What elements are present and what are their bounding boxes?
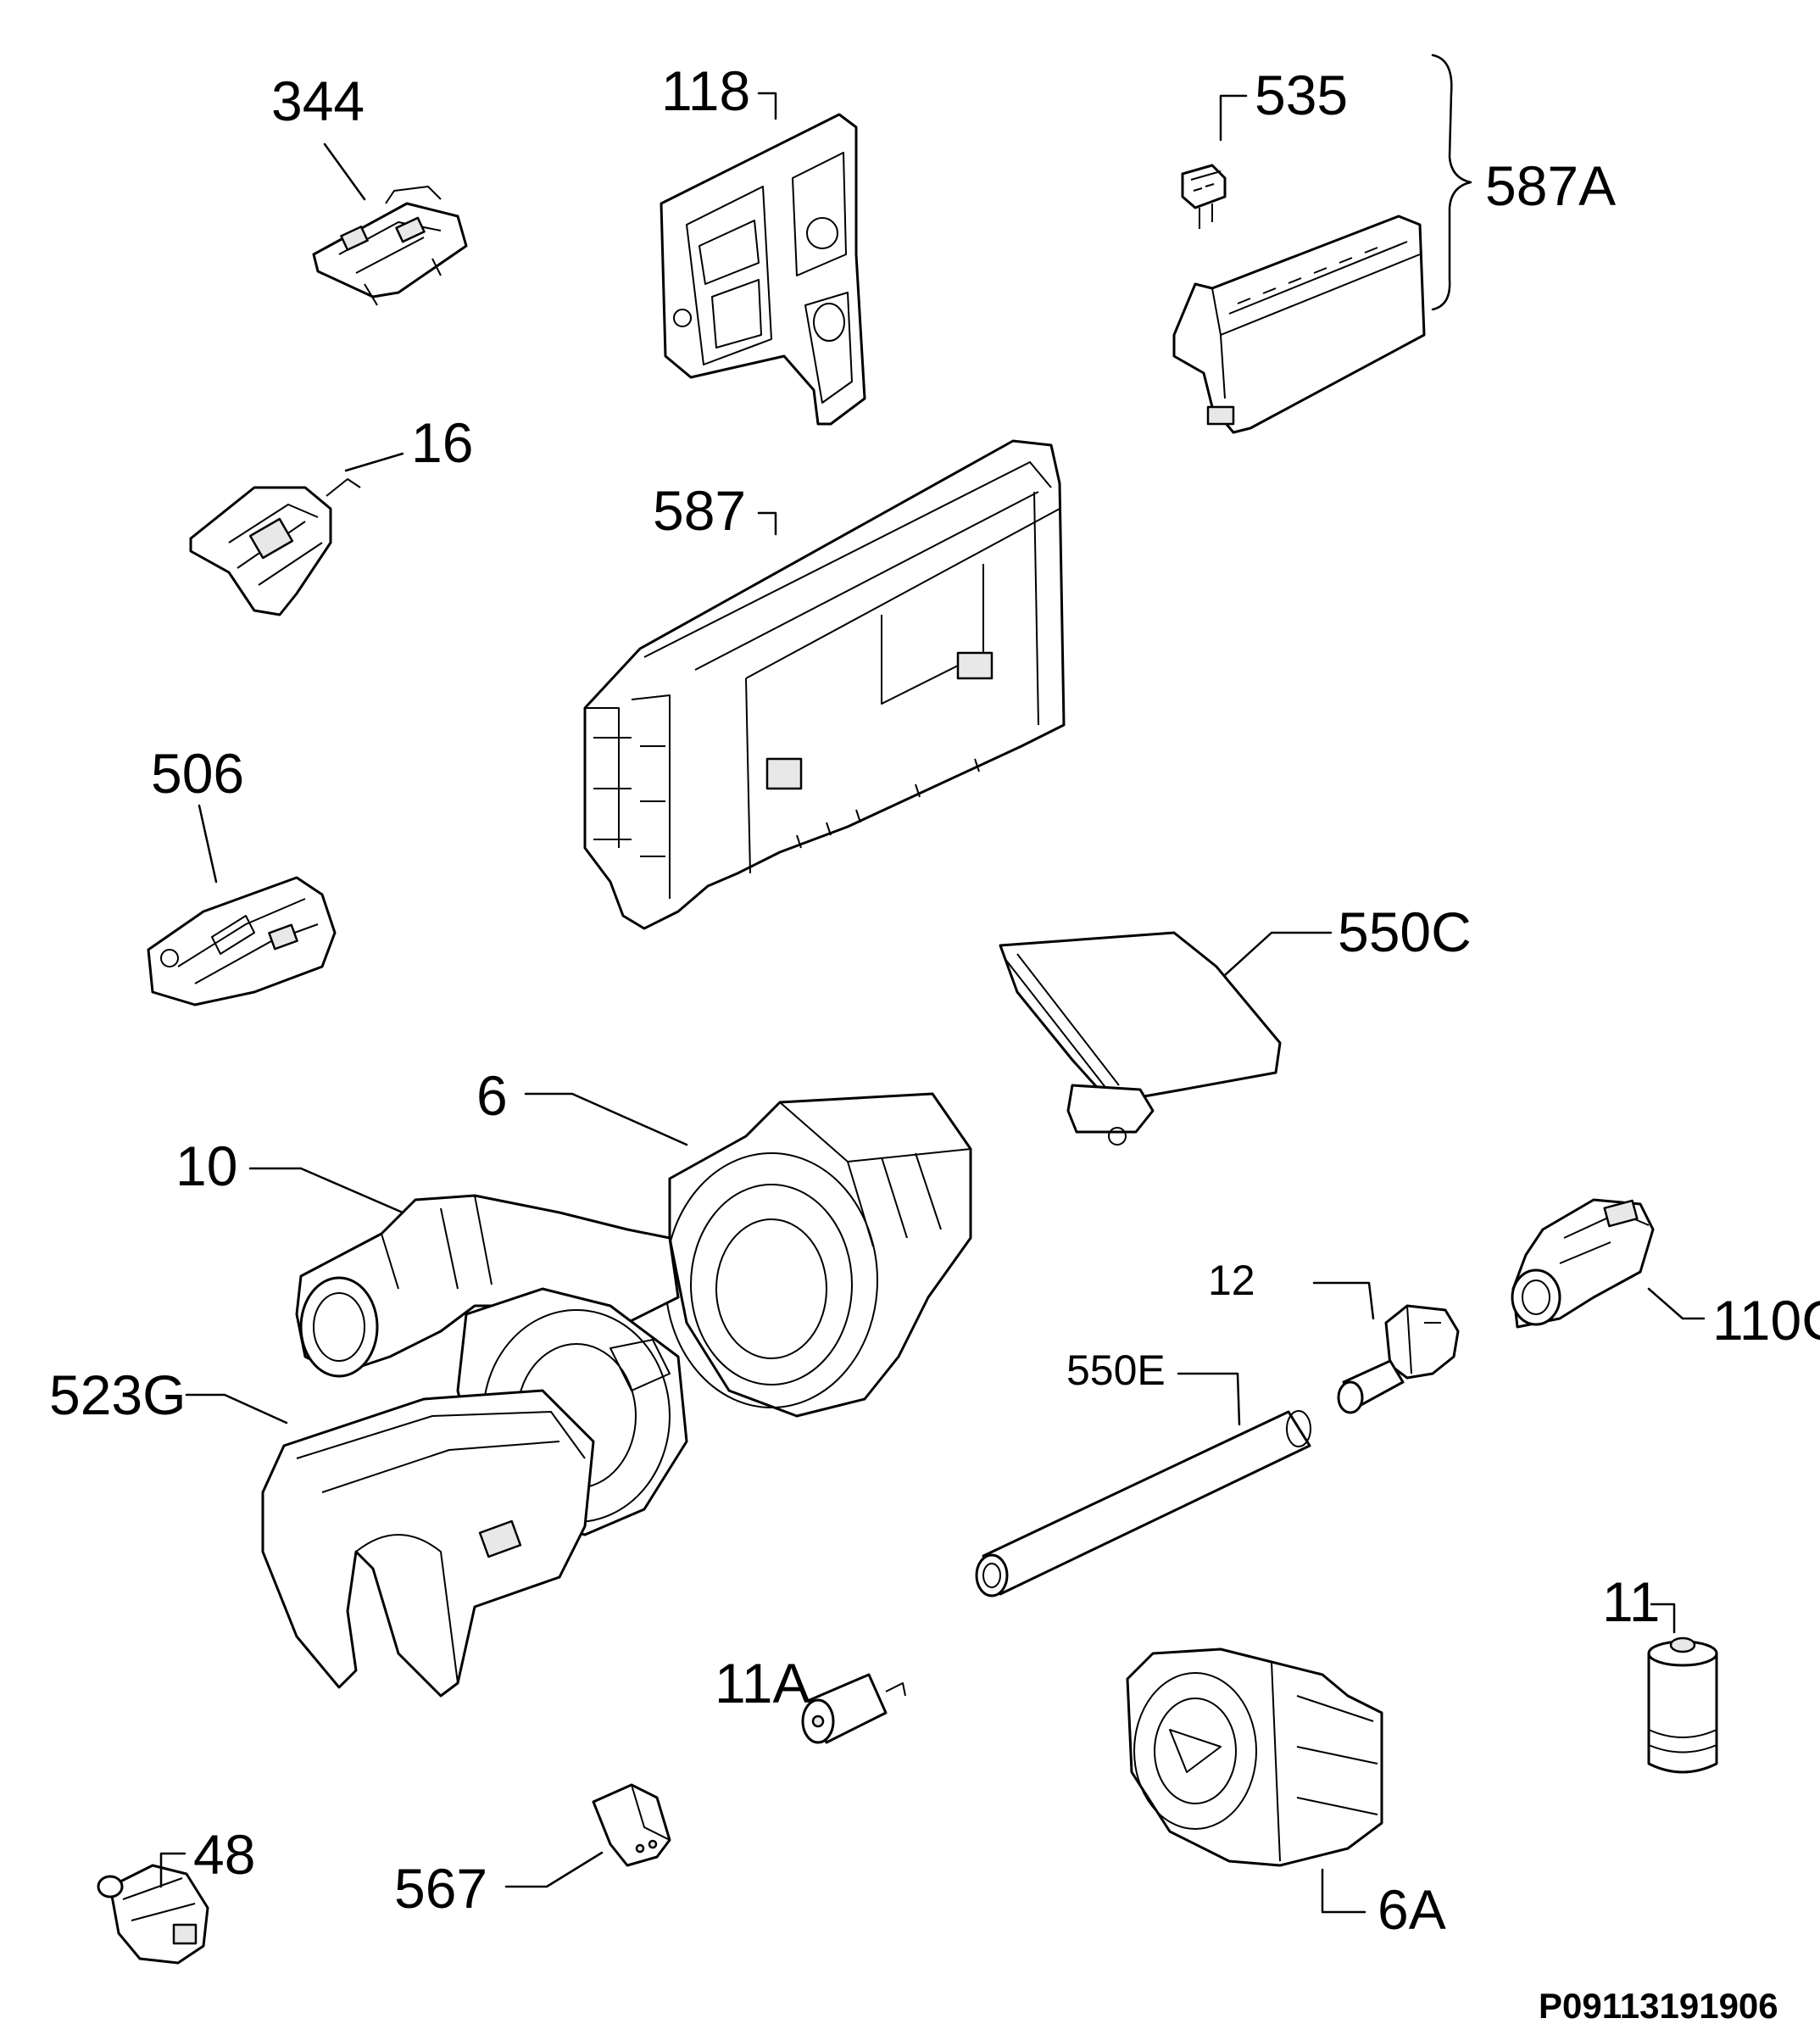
part-6a-drawing (1126, 1648, 1383, 1867)
label-10: 10 (175, 1135, 237, 1197)
part-6-drawing (665, 1092, 972, 1418)
leader-10 (248, 1167, 404, 1214)
brace-587a (1431, 53, 1472, 311)
label-567: 567 (394, 1857, 487, 1920)
label-523g: 12 (1208, 1257, 1255, 1304)
leader-110c (1177, 1372, 1241, 1426)
label-550e: 523G (49, 1363, 186, 1426)
leader-550c (1223, 931, 1333, 977)
leader-6 (524, 1092, 688, 1146)
leader-506 (198, 804, 218, 884)
part-587-drawing (583, 439, 1066, 930)
label-587a: 587A (1485, 154, 1616, 217)
part-344-drawing (312, 186, 468, 306)
part-550e-drawing (261, 1389, 595, 1698)
leader-550e (185, 1393, 288, 1424)
leader-344 (323, 142, 366, 201)
leader-11 (1650, 1603, 1676, 1634)
part-506-drawing (147, 876, 337, 1006)
part-587a-drawing (1172, 215, 1426, 434)
leader-535 (1219, 94, 1248, 142)
label-506: 506 (151, 742, 244, 805)
part-16-drawing (189, 478, 361, 616)
label-16: 16 (411, 411, 473, 474)
part-11a-drawing (801, 1673, 906, 1744)
leader-48 (159, 1852, 186, 1888)
part-12-drawing (1511, 1198, 1655, 1329)
leader-12 (1647, 1287, 1706, 1320)
part-11-drawing (1647, 1636, 1718, 1774)
label-535: 535 (1255, 64, 1348, 126)
label-344: 344 (271, 70, 365, 132)
label-110c: 550E (1066, 1346, 1166, 1394)
label-550c: 550C (1338, 900, 1472, 963)
part-535-drawing (1181, 164, 1227, 229)
leader-523g (1312, 1281, 1375, 1320)
label-6a: 6A (1378, 1878, 1446, 1941)
label-48: 48 (193, 1823, 255, 1886)
part-523g-drawing (1337, 1304, 1460, 1414)
part-48-drawing (97, 1864, 209, 1965)
label-587: 587 (653, 479, 746, 542)
leader-118 (757, 92, 777, 120)
label-11: 11 (1602, 1570, 1661, 1633)
part-110c-drawing (975, 1410, 1311, 1597)
document-code: P09113191906 (1539, 1986, 1778, 2026)
label-6: 6 (476, 1064, 508, 1127)
leader-587 (757, 511, 777, 536)
label-11a: 11A (715, 1652, 810, 1714)
leader-6a (1321, 1868, 1366, 1914)
leader-567 (504, 1851, 604, 1888)
part-550c-drawing (999, 931, 1282, 1146)
part-118-drawing (660, 113, 866, 426)
label-118: 118 (661, 59, 750, 122)
part-567-drawing (592, 1783, 671, 1867)
label-12: 110C (1712, 1289, 1820, 1352)
leader-16 (344, 452, 404, 472)
